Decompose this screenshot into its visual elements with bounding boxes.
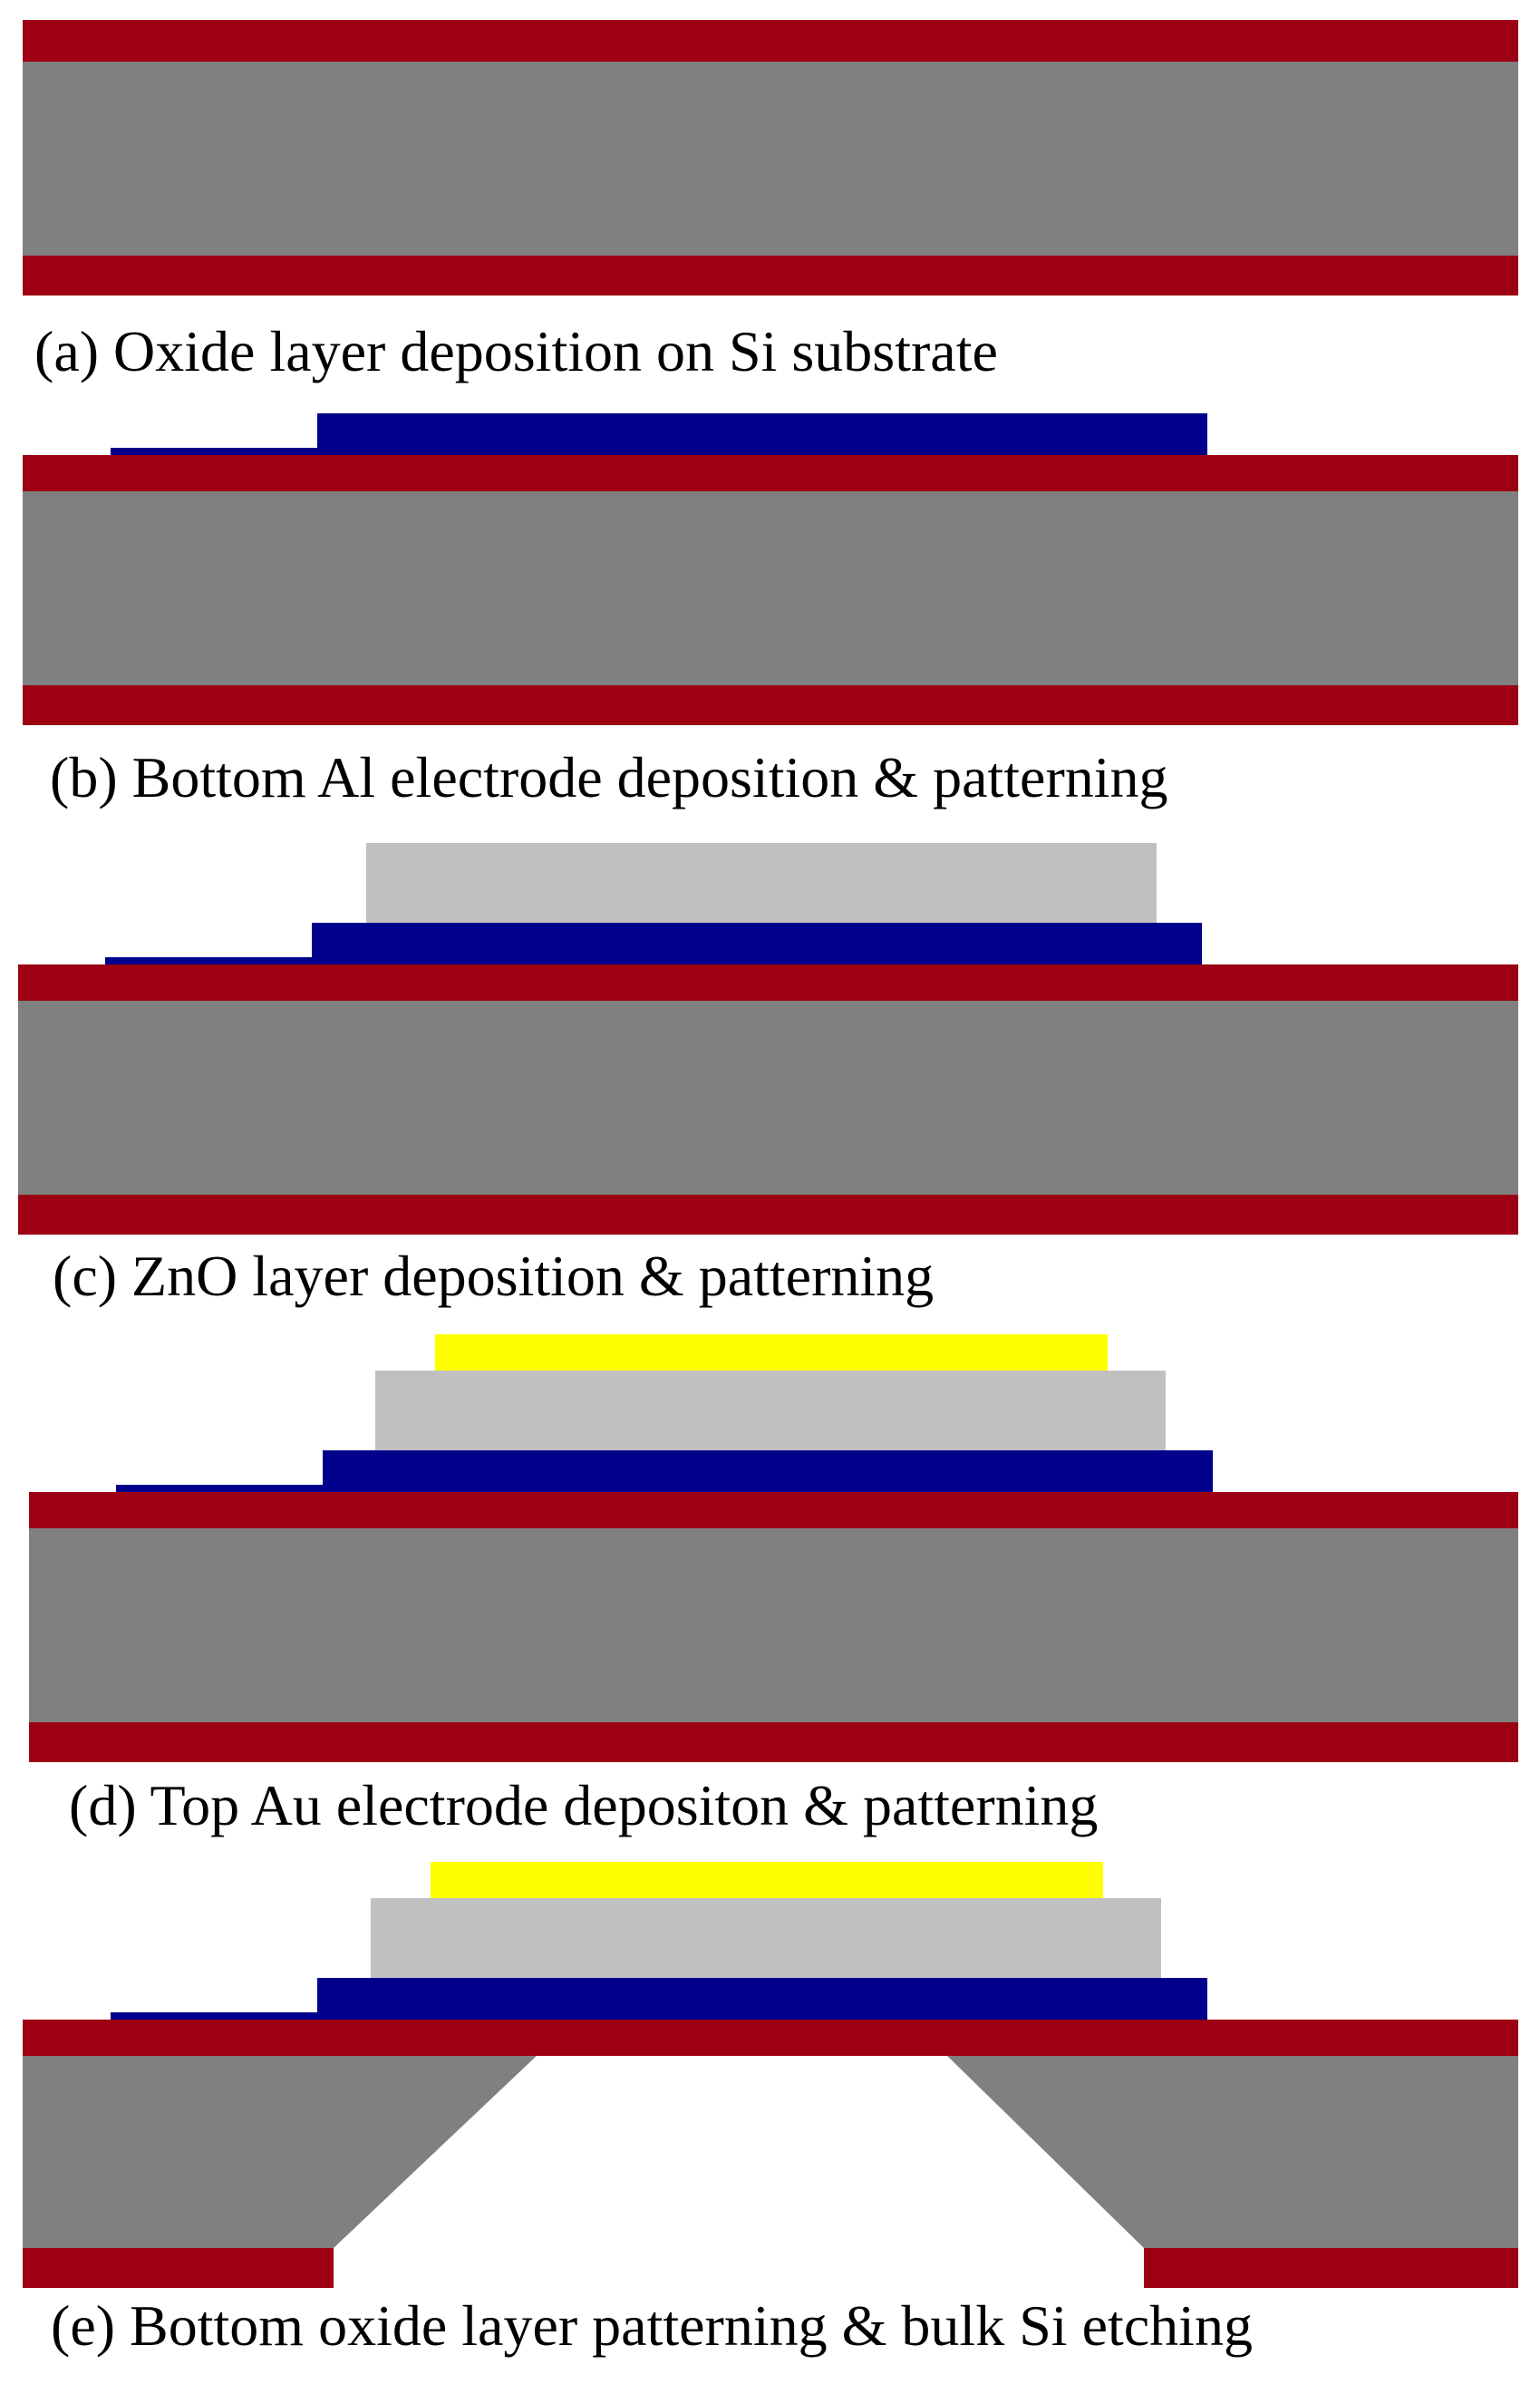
bottom-oxide-left xyxy=(23,2248,334,2288)
bottom-oxide-layer xyxy=(23,685,1518,725)
al-electrode-lead xyxy=(105,957,314,964)
al-electrode xyxy=(323,1450,1213,1492)
top-oxide-layer xyxy=(23,20,1518,62)
al-electrode-lead xyxy=(111,448,319,455)
bottom-oxide-layer xyxy=(18,1195,1518,1235)
si-substrate xyxy=(23,62,1518,256)
zno-layer xyxy=(375,1371,1166,1450)
si-substrate xyxy=(18,1001,1518,1195)
top-oxide-layer xyxy=(23,455,1518,491)
si-substrate xyxy=(23,491,1518,685)
caption-d: (d) Top Au electrode depositon & pattern… xyxy=(69,1773,1099,1837)
top-oxide-layer xyxy=(23,2020,1518,2056)
caption-c: (c) ZnO layer deposition & patterning xyxy=(53,1244,935,1308)
au-electrode xyxy=(435,1334,1108,1371)
top-oxide-layer xyxy=(18,964,1518,1001)
zno-layer xyxy=(371,1898,1161,1978)
al-electrode xyxy=(317,413,1207,455)
caption-a: (a) Oxide layer deposition on Si substra… xyxy=(34,319,998,383)
al-electrode-lead xyxy=(111,2012,319,2020)
au-electrode xyxy=(431,1862,1103,1898)
bottom-oxide-layer xyxy=(29,1722,1518,1762)
al-electrode-lead xyxy=(116,1485,324,1492)
top-oxide-layer xyxy=(29,1492,1518,1528)
caption-e: (e) Bottom oxide layer patterning & bulk… xyxy=(51,2293,1253,2358)
al-electrode xyxy=(317,1978,1207,2020)
caption-b: (b) Bottom Al electrode deposition & pat… xyxy=(50,745,1168,809)
bottom-oxide-layer xyxy=(23,256,1518,296)
zno-layer xyxy=(366,843,1157,923)
si-substrate-right xyxy=(947,2056,1518,2248)
si-substrate-left xyxy=(23,2056,537,2248)
si-substrate xyxy=(29,1528,1518,1722)
bottom-oxide-right xyxy=(1144,2248,1518,2288)
al-electrode xyxy=(312,923,1202,964)
